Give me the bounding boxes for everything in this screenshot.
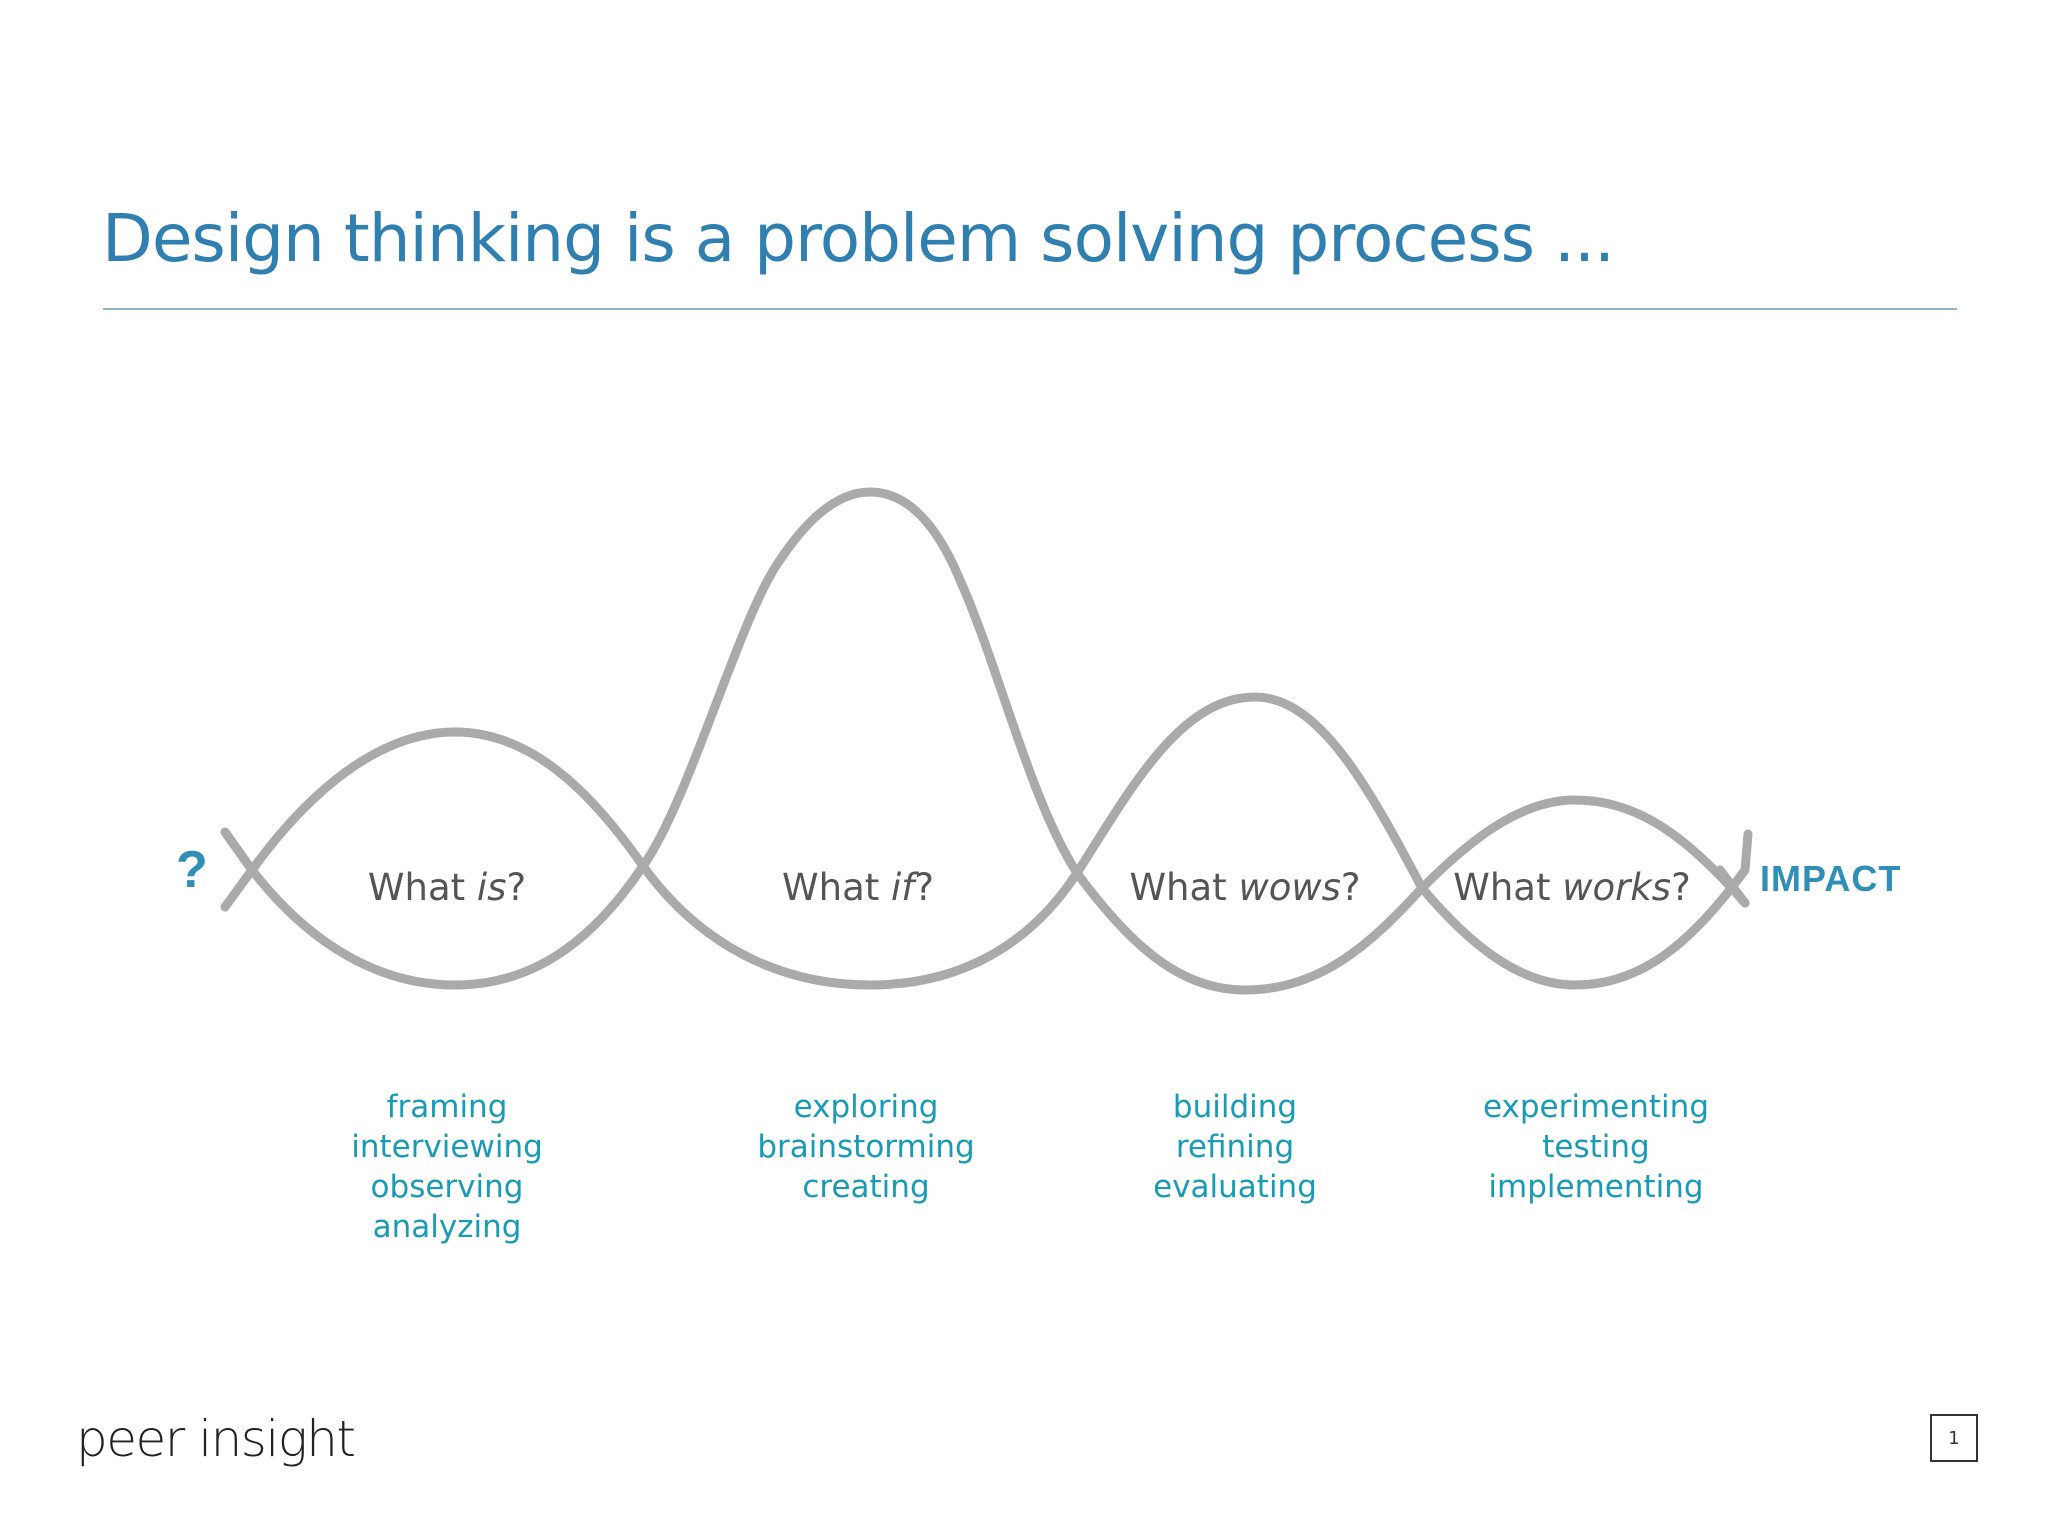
question-suffix: ? — [1671, 866, 1691, 909]
end-cross — [1715, 865, 1750, 908]
question-prefix: What — [1129, 866, 1239, 909]
question-emphasis: is — [476, 866, 507, 909]
activity-item: brainstorming — [757, 1129, 975, 1165]
activity-item: creating — [802, 1169, 930, 1205]
question-emphasis: wows — [1238, 866, 1341, 909]
peer-insight-logo: peer insight — [76, 1410, 356, 1468]
question-suffix: ? — [1340, 866, 1361, 909]
slide-title: Design thinking is a problem solving pro… — [102, 200, 1615, 277]
activity-item: analyzing — [372, 1209, 522, 1245]
activity-item: experimenting — [1483, 1089, 1709, 1125]
start-cross — [220, 827, 257, 875]
impact-label: IMPACT — [1760, 858, 1902, 899]
start-question-mark: ? — [176, 841, 208, 899]
phase-question-3: What wows? — [1129, 866, 1360, 909]
activity-item: observing — [370, 1169, 524, 1205]
activity-item: implementing — [1488, 1169, 1704, 1205]
phase-question-2: What if? — [782, 866, 934, 909]
phase-question-4: What works? — [1453, 866, 1690, 909]
phase-activities-1: framing interviewing observing analyzing — [351, 1087, 543, 1247]
phase-activities-2: exploring brainstorming creating — [757, 1087, 974, 1207]
question-suffix: ? — [914, 866, 934, 909]
question-emphasis: if — [891, 866, 915, 909]
activity-item: building — [1172, 1089, 1298, 1125]
upper-curve — [220, 487, 1750, 908]
lower-curve — [220, 829, 1753, 995]
activity-item: refining — [1175, 1129, 1295, 1165]
activity-item: evaluating — [1153, 1169, 1317, 1205]
page-number: 1 — [1930, 1414, 1978, 1462]
question-prefix: What — [782, 866, 892, 909]
question-prefix: What — [367, 866, 477, 909]
phase-activities-3: building refining evaluating — [1153, 1087, 1317, 1207]
activity-item: framing — [386, 1089, 508, 1125]
activity-item: exploring — [793, 1089, 939, 1125]
title-divider — [103, 308, 1957, 310]
question-emphasis: works — [1562, 866, 1672, 909]
activity-item: interviewing — [351, 1129, 543, 1165]
question-prefix: What — [1453, 866, 1563, 909]
activity-item: testing — [1542, 1129, 1650, 1165]
phase-activities-4: experimenting testing implementing — [1483, 1087, 1709, 1207]
phase-question-1: What is? — [368, 866, 526, 909]
question-suffix: ? — [506, 866, 527, 909]
